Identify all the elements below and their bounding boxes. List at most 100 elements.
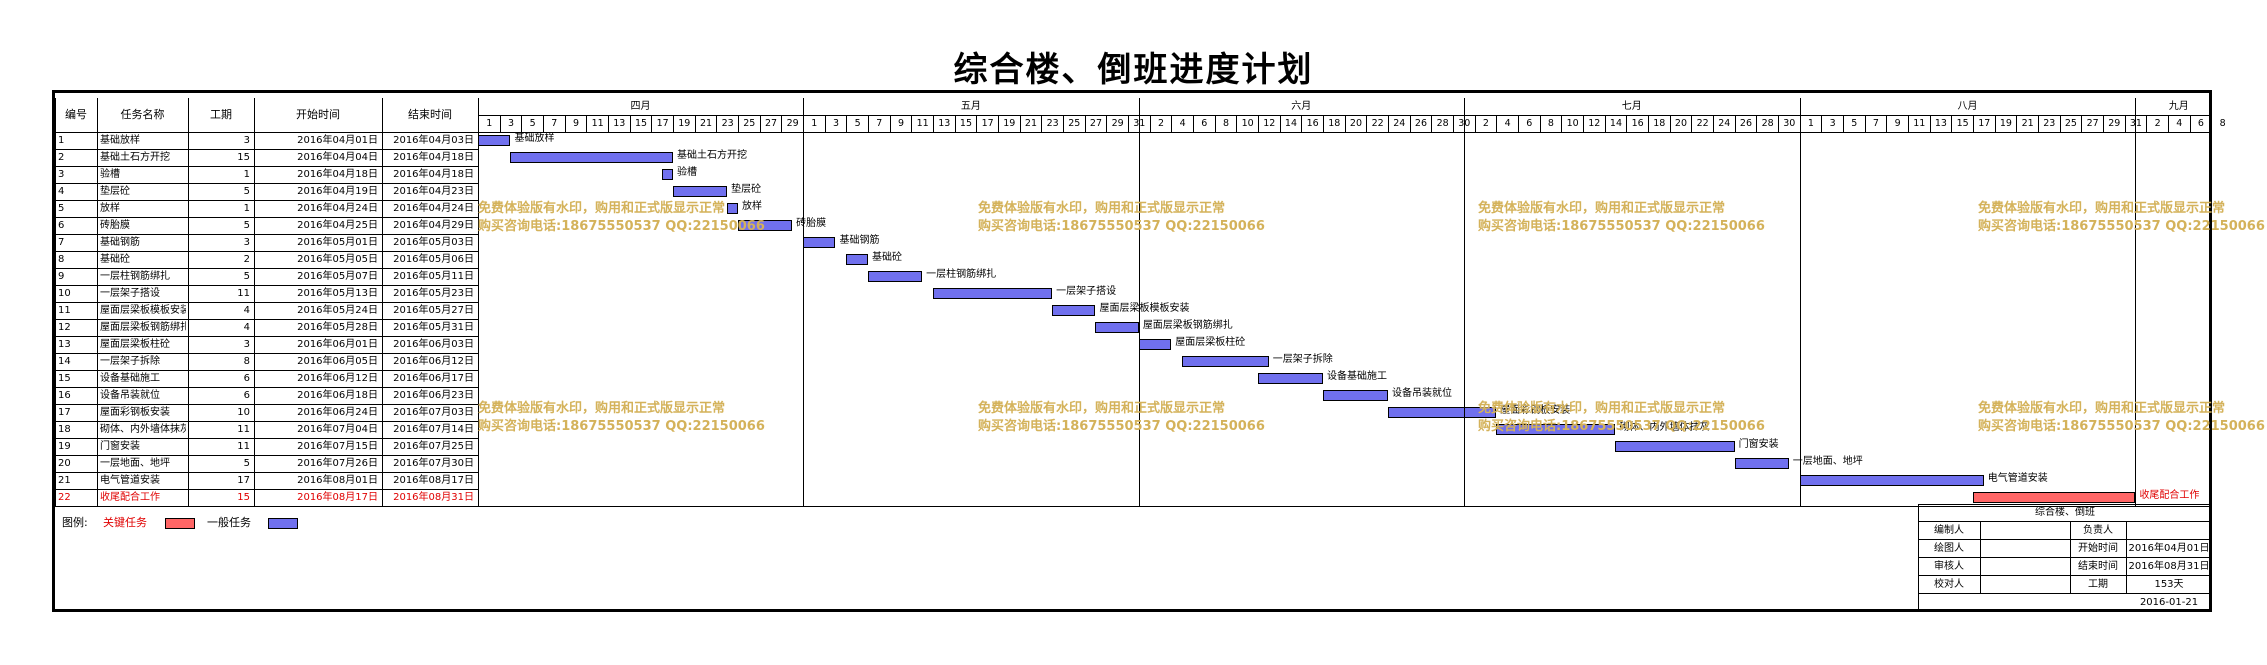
task-bar[interactable] [1095,322,1139,333]
day-header: 5 [1842,115,1865,132]
task-end: 2016年06月03日 [393,339,474,350]
task-bar[interactable] [846,254,868,265]
task-name: 垫层砼 [100,186,130,197]
task-start: 2016年04月19日 [297,186,378,197]
task-id: 6 [58,220,65,231]
task-bar[interactable] [727,203,738,214]
task-start: 2016年06月05日 [297,356,378,367]
day-header: 29 [2102,115,2125,132]
tb-checker: 校对人 [1934,579,1964,590]
day-header: 22 [1691,115,1713,132]
day-header: 9 [1886,115,1908,132]
day-header: 21 [2016,115,2038,132]
watermark-line2: 购买咨询电话:18675550537 QQ:22150066 [478,219,765,234]
row-divider [55,251,478,252]
row-divider [55,336,478,337]
day-header: 4 [2167,115,2190,132]
task-id: 16 [58,390,71,401]
day-header: 3 [1821,115,1843,132]
task-name: 基础土石方开挖 [100,152,170,163]
task-bar[interactable] [1496,424,1616,435]
task-end: 2016年07月30日 [393,458,474,469]
task-bar[interactable] [932,288,1053,299]
day-header: 23 [2037,115,2060,132]
task-start: 2016年05月24日 [297,305,378,316]
gantt-frame [52,90,2212,612]
task-bar[interactable] [1734,458,1789,469]
day-header: 25 [1062,115,1085,132]
task-duration: 2 [243,254,250,265]
task-bar-label: 基础钢筋 [839,235,880,246]
task-start: 2016年07月26日 [297,458,378,469]
task-bar[interactable] [1052,305,1096,316]
day-header: 8 [1539,115,1562,132]
day-header: 20 [1344,115,1367,132]
task-duration: 3 [243,339,250,350]
day-header: 1 [478,115,500,132]
day-header: 17 [651,115,673,132]
task-id: 11 [58,305,71,316]
row-divider [55,166,478,167]
day-header: 19 [1994,115,2017,132]
row-divider [55,234,478,235]
task-end: 2016年04月23日 [393,186,474,197]
task-bar[interactable] [672,186,728,197]
task-name: 屋面层梁板模板安装 [100,305,186,316]
task-end: 2016年05月31日 [393,322,474,333]
watermark-line2: 购买咨询电话:18675550537 QQ:22150066 [478,419,765,434]
task-start: 2016年06月24日 [297,407,378,418]
day-header: 15 [629,115,652,132]
task-name: 基础钢筋 [100,237,140,248]
task-end: 2016年08月17日 [393,475,474,486]
task-duration: 11 [237,288,250,299]
day-header: 16 [1626,115,1648,132]
task-bar[interactable] [662,169,673,180]
task-bar-label: 砖胎膜 [796,218,827,229]
day-header: 13 [932,115,955,132]
day-header: 26 [1409,115,1432,132]
task-duration: 6 [243,390,250,401]
task-bar[interactable] [1615,441,1735,452]
task-bar[interactable] [737,220,793,231]
day-header: 27 [1084,115,1107,132]
critical-task-bar[interactable] [1972,492,2136,503]
task-bar-label: 屋面层梁板柱砼 [1175,337,1246,348]
row-divider [55,353,478,354]
tb-end-label: 结束时间 [2078,561,2118,572]
task-duration: 17 [237,475,250,486]
task-start: 2016年06月01日 [297,339,378,350]
task-bar[interactable] [1182,356,1269,367]
task-end: 2016年04月18日 [393,152,474,163]
task-name: 门窗安装 [100,441,140,452]
month-divider [1799,98,1801,506]
day-header: 23 [716,115,738,132]
task-bar-label: 垫层砼 [731,184,762,195]
row-divider [55,319,478,320]
row-divider [55,370,478,371]
day-header: 18 [1647,115,1670,132]
task-bar[interactable] [802,237,836,248]
task-bar[interactable] [478,135,511,146]
task-bar[interactable] [510,152,673,163]
task-bar[interactable] [1257,373,1323,384]
day-header: 22 [1366,115,1388,132]
task-bar[interactable] [1387,407,1497,418]
task-start: 2016年05月05日 [297,254,378,265]
tb-end-value: 2016年08月31日 [2128,561,2210,572]
row-divider [55,302,478,303]
day-header: 17 [976,115,998,132]
column-header-start: 开始时间 [296,108,340,121]
task-end: 2016年07月03日 [393,407,474,418]
day-header: 13 [607,115,630,132]
watermark-line1: 免费体验版有水印，购用和正式版显示正常 [978,401,1226,416]
day-header: 12 [1257,115,1280,132]
row-divider [55,217,478,218]
task-id: 13 [58,339,71,350]
task-bar[interactable] [867,271,923,282]
day-header: 7 [867,115,890,132]
task-bar-label: 一层柱钢筋绑扎 [926,269,997,280]
task-bar[interactable] [1138,339,1172,350]
day-header: 3 [499,115,522,132]
task-bar[interactable] [1799,475,1984,486]
task-bar[interactable] [1322,390,1388,401]
